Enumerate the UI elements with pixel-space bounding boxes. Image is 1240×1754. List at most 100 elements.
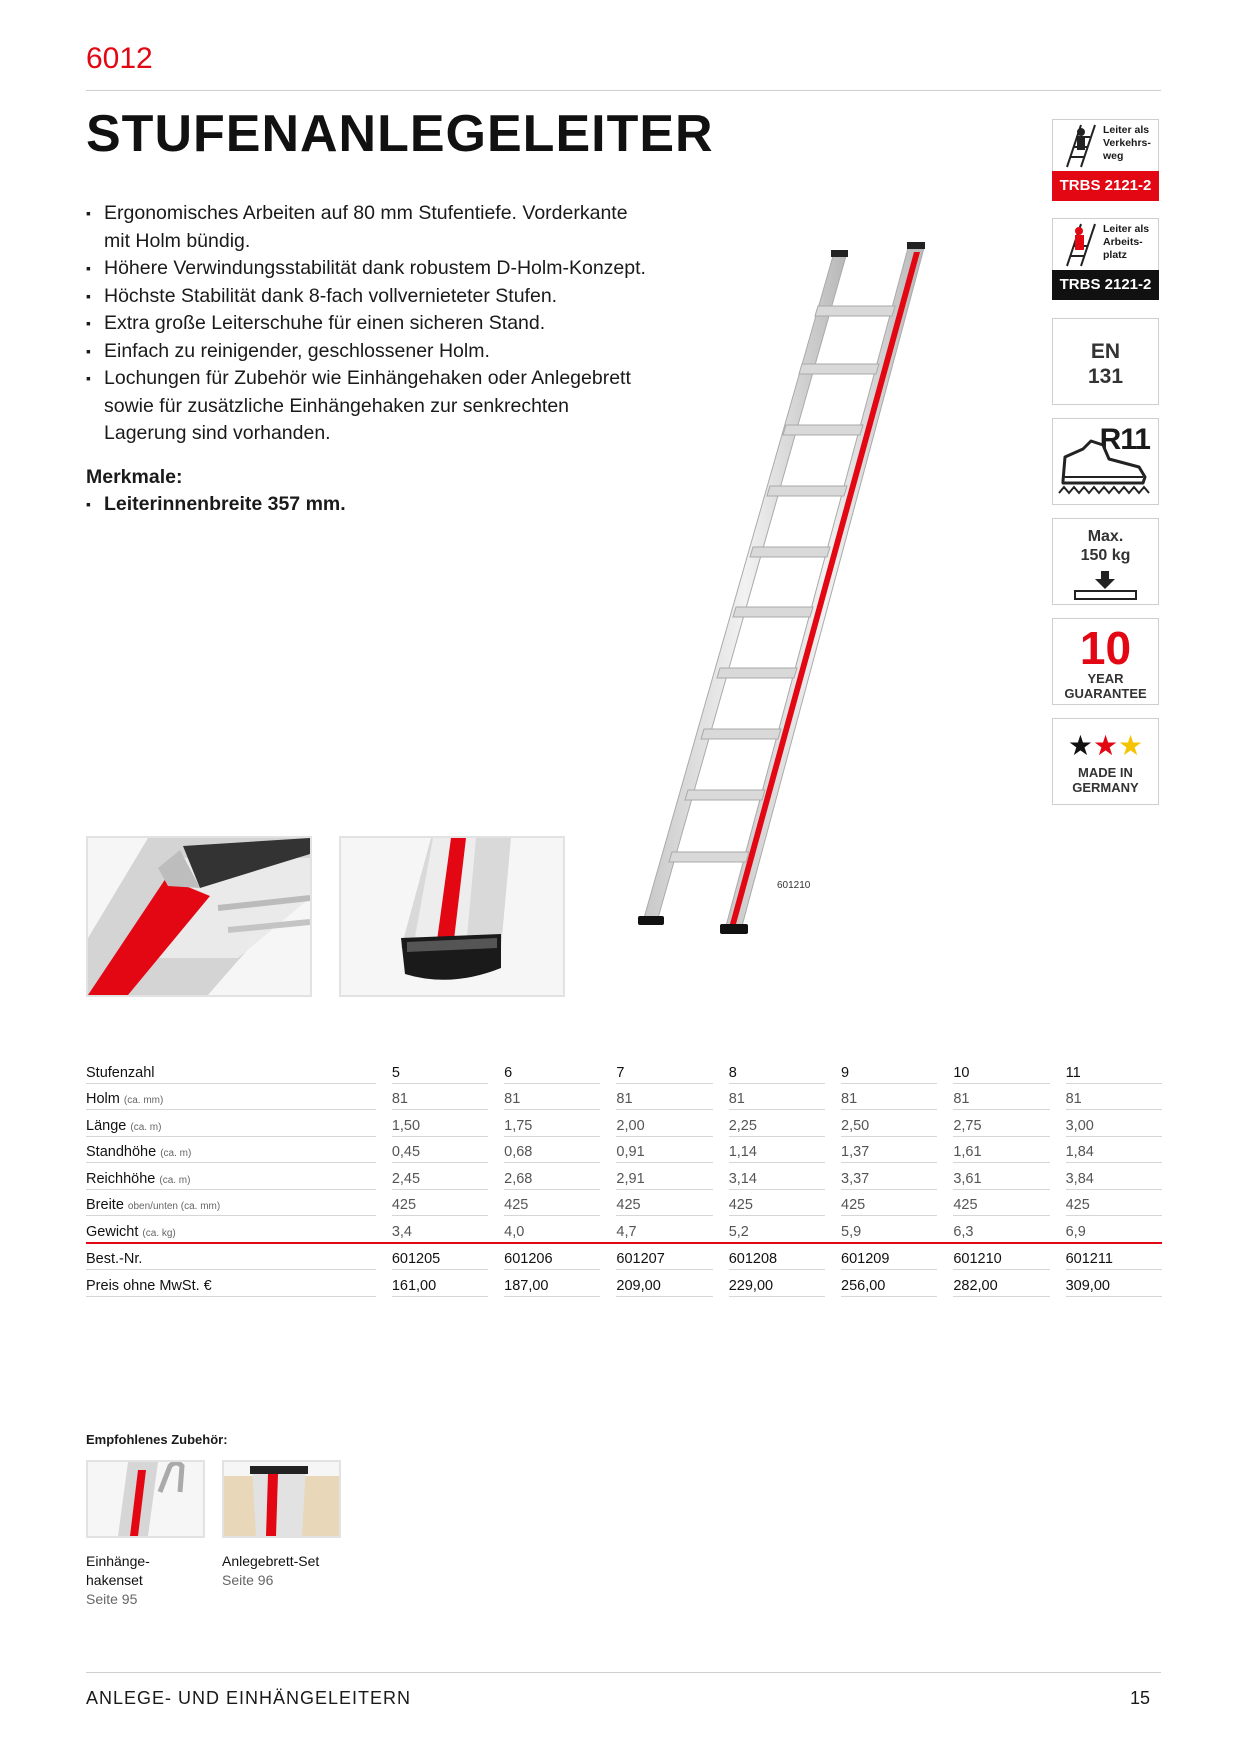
- accessory-name: Anlegebrett-Set: [222, 1553, 320, 1569]
- cell-gap: [488, 1189, 504, 1216]
- ladder-image: [638, 242, 925, 934]
- accessory-board-set[interactable]: Anlegebrett-Set Seite 96: [222, 1552, 319, 1590]
- table-cell: 601207: [616, 1242, 713, 1270]
- table-cell: 2,75: [953, 1109, 1050, 1137]
- cell-gap: [712, 1215, 729, 1244]
- table-cell: 81: [841, 1083, 938, 1110]
- badge-trbs-bar: TRBS 2121-2: [1052, 171, 1159, 201]
- cell-gap: [825, 1163, 841, 1190]
- table-cell: 187,00: [504, 1269, 601, 1297]
- accessory-hook-set[interactable]: Einhänge- hakenset Seite 95: [86, 1552, 150, 1609]
- cell-gap: [937, 1110, 953, 1137]
- cell-gap: [600, 1243, 616, 1270]
- row-label: Holm (ca. mm): [86, 1083, 376, 1110]
- cell-gap: [713, 1163, 729, 1190]
- feature-item: Höhere Verwindungsstabilität dank robust…: [86, 255, 646, 283]
- cell-gap: [488, 1270, 504, 1297]
- row-label-text: Holm: [86, 1091, 120, 1107]
- table-cell: 256,00: [841, 1269, 938, 1297]
- table-cell: 5,2: [728, 1215, 825, 1244]
- feature-item: Höchste Stabilität dank 8-fach vollverni…: [86, 283, 646, 311]
- table-cell: 425: [1065, 1189, 1162, 1216]
- table-cell: 5: [391, 1057, 489, 1084]
- table-cell: 81: [953, 1083, 1050, 1110]
- ladder-foot-left: [638, 916, 664, 925]
- cell-gap: [376, 1243, 392, 1270]
- cell-gap: [1050, 1083, 1066, 1110]
- badge-label: Leiter als Verkehrs- weg: [1103, 124, 1151, 162]
- germany-stars-icon: ★★★: [1067, 730, 1144, 761]
- row-label-text: Best.-Nr.: [86, 1251, 143, 1267]
- badge-en-131: EN 131: [1052, 318, 1159, 405]
- row-label: Preis ohne MwSt. €: [86, 1269, 376, 1297]
- row-label-text: Breite: [86, 1197, 124, 1213]
- table-cell: 3,84: [1065, 1162, 1162, 1190]
- guarantee-line2: GUARANTEE: [1064, 686, 1147, 701]
- table-cell: 2,50: [841, 1109, 938, 1137]
- cell-gap: [937, 1057, 953, 1083]
- footer-section-title: ANLEGE- UND EINHÄNGELEITERN: [86, 1688, 412, 1708]
- table-cell: 2,00: [616, 1109, 713, 1137]
- merkmale-item: Leiterinnenbreite 357 mm.: [86, 491, 646, 519]
- cell-gap: [600, 1057, 616, 1083]
- feature-item: Ergonomisches Arbeiten auf 80 mm Stufent…: [86, 200, 646, 255]
- table-cell: 2,45: [391, 1162, 489, 1190]
- made-in-line1: MADE IN: [1078, 765, 1133, 780]
- ladder-red-stripe: [730, 252, 920, 924]
- cell-gap: [376, 1136, 392, 1163]
- accessory-name: hakenset: [86, 1572, 143, 1588]
- table-cell: 1,14: [728, 1136, 825, 1163]
- badge-r11-text: R11: [1099, 423, 1151, 456]
- table-cell: 6,9: [1065, 1215, 1162, 1244]
- cell-gap: [713, 1136, 729, 1163]
- table-cell: 601210: [953, 1242, 1050, 1270]
- cell-gap: [1049, 1215, 1066, 1244]
- cell-gap: [825, 1083, 841, 1110]
- table-cell: 81: [728, 1083, 825, 1110]
- table-cell: 425: [841, 1189, 938, 1216]
- accessory-image-hook-set[interactable]: [86, 1460, 205, 1538]
- cell-gap: [488, 1057, 504, 1083]
- cell-gap: [600, 1215, 617, 1244]
- detail-image-rail-profile: [86, 836, 312, 997]
- badge-max-text: Max. 150 kg: [1080, 528, 1131, 564]
- table-cell: 3,14: [728, 1162, 825, 1190]
- row-label-text: Preis ohne MwSt. €: [86, 1277, 212, 1294]
- badge-trbs-arbeitsplatz: Leiter als Arbeits- platz TRBS 2121-2: [1052, 218, 1159, 304]
- row-label: Standhöhe (ca. m): [86, 1136, 376, 1163]
- table-cell: 2,91: [616, 1162, 713, 1190]
- table-cell: 425: [953, 1189, 1050, 1216]
- table-cell: 1,37: [841, 1136, 938, 1163]
- table-cell: 10: [953, 1057, 1050, 1084]
- top-divider: [86, 90, 1161, 91]
- row-label-text: Stufenzahl: [86, 1064, 155, 1081]
- badge-r11: R11: [1052, 418, 1159, 505]
- cell-gap: [713, 1083, 729, 1110]
- cell-gap: [600, 1163, 616, 1190]
- table-cell: 282,00: [953, 1269, 1050, 1297]
- cell-gap: [488, 1163, 504, 1190]
- table-cell: 81: [504, 1083, 601, 1110]
- cell-gap: [824, 1215, 842, 1244]
- table-cell: 81: [391, 1083, 489, 1110]
- table-cell: 601211: [1065, 1242, 1162, 1270]
- cell-gap: [376, 1083, 392, 1110]
- table-cell: 425: [728, 1189, 825, 1216]
- accessory-page-ref: Seite 95: [86, 1591, 138, 1607]
- accessory-page-ref: Seite 96: [222, 1572, 274, 1588]
- cell-gap: [375, 1215, 392, 1244]
- row-label-text: Standhöhe: [86, 1144, 157, 1160]
- row-unit: (ca. m): [159, 1174, 191, 1186]
- guarantee-years: 10: [1079, 622, 1132, 674]
- table-cell: 1,61: [953, 1136, 1050, 1163]
- badge-trbs-verkehrsweg: Leiter als Verkehrs- weg TRBS 2121-2: [1052, 119, 1159, 205]
- accessories-title: Empfohlenes Zubehör:: [86, 1432, 228, 1447]
- table-cell: 601205: [391, 1242, 489, 1270]
- feature-item: Extra große Leiterschuhe für einen siche…: [86, 310, 646, 338]
- accessory-image-board-set[interactable]: [222, 1460, 341, 1538]
